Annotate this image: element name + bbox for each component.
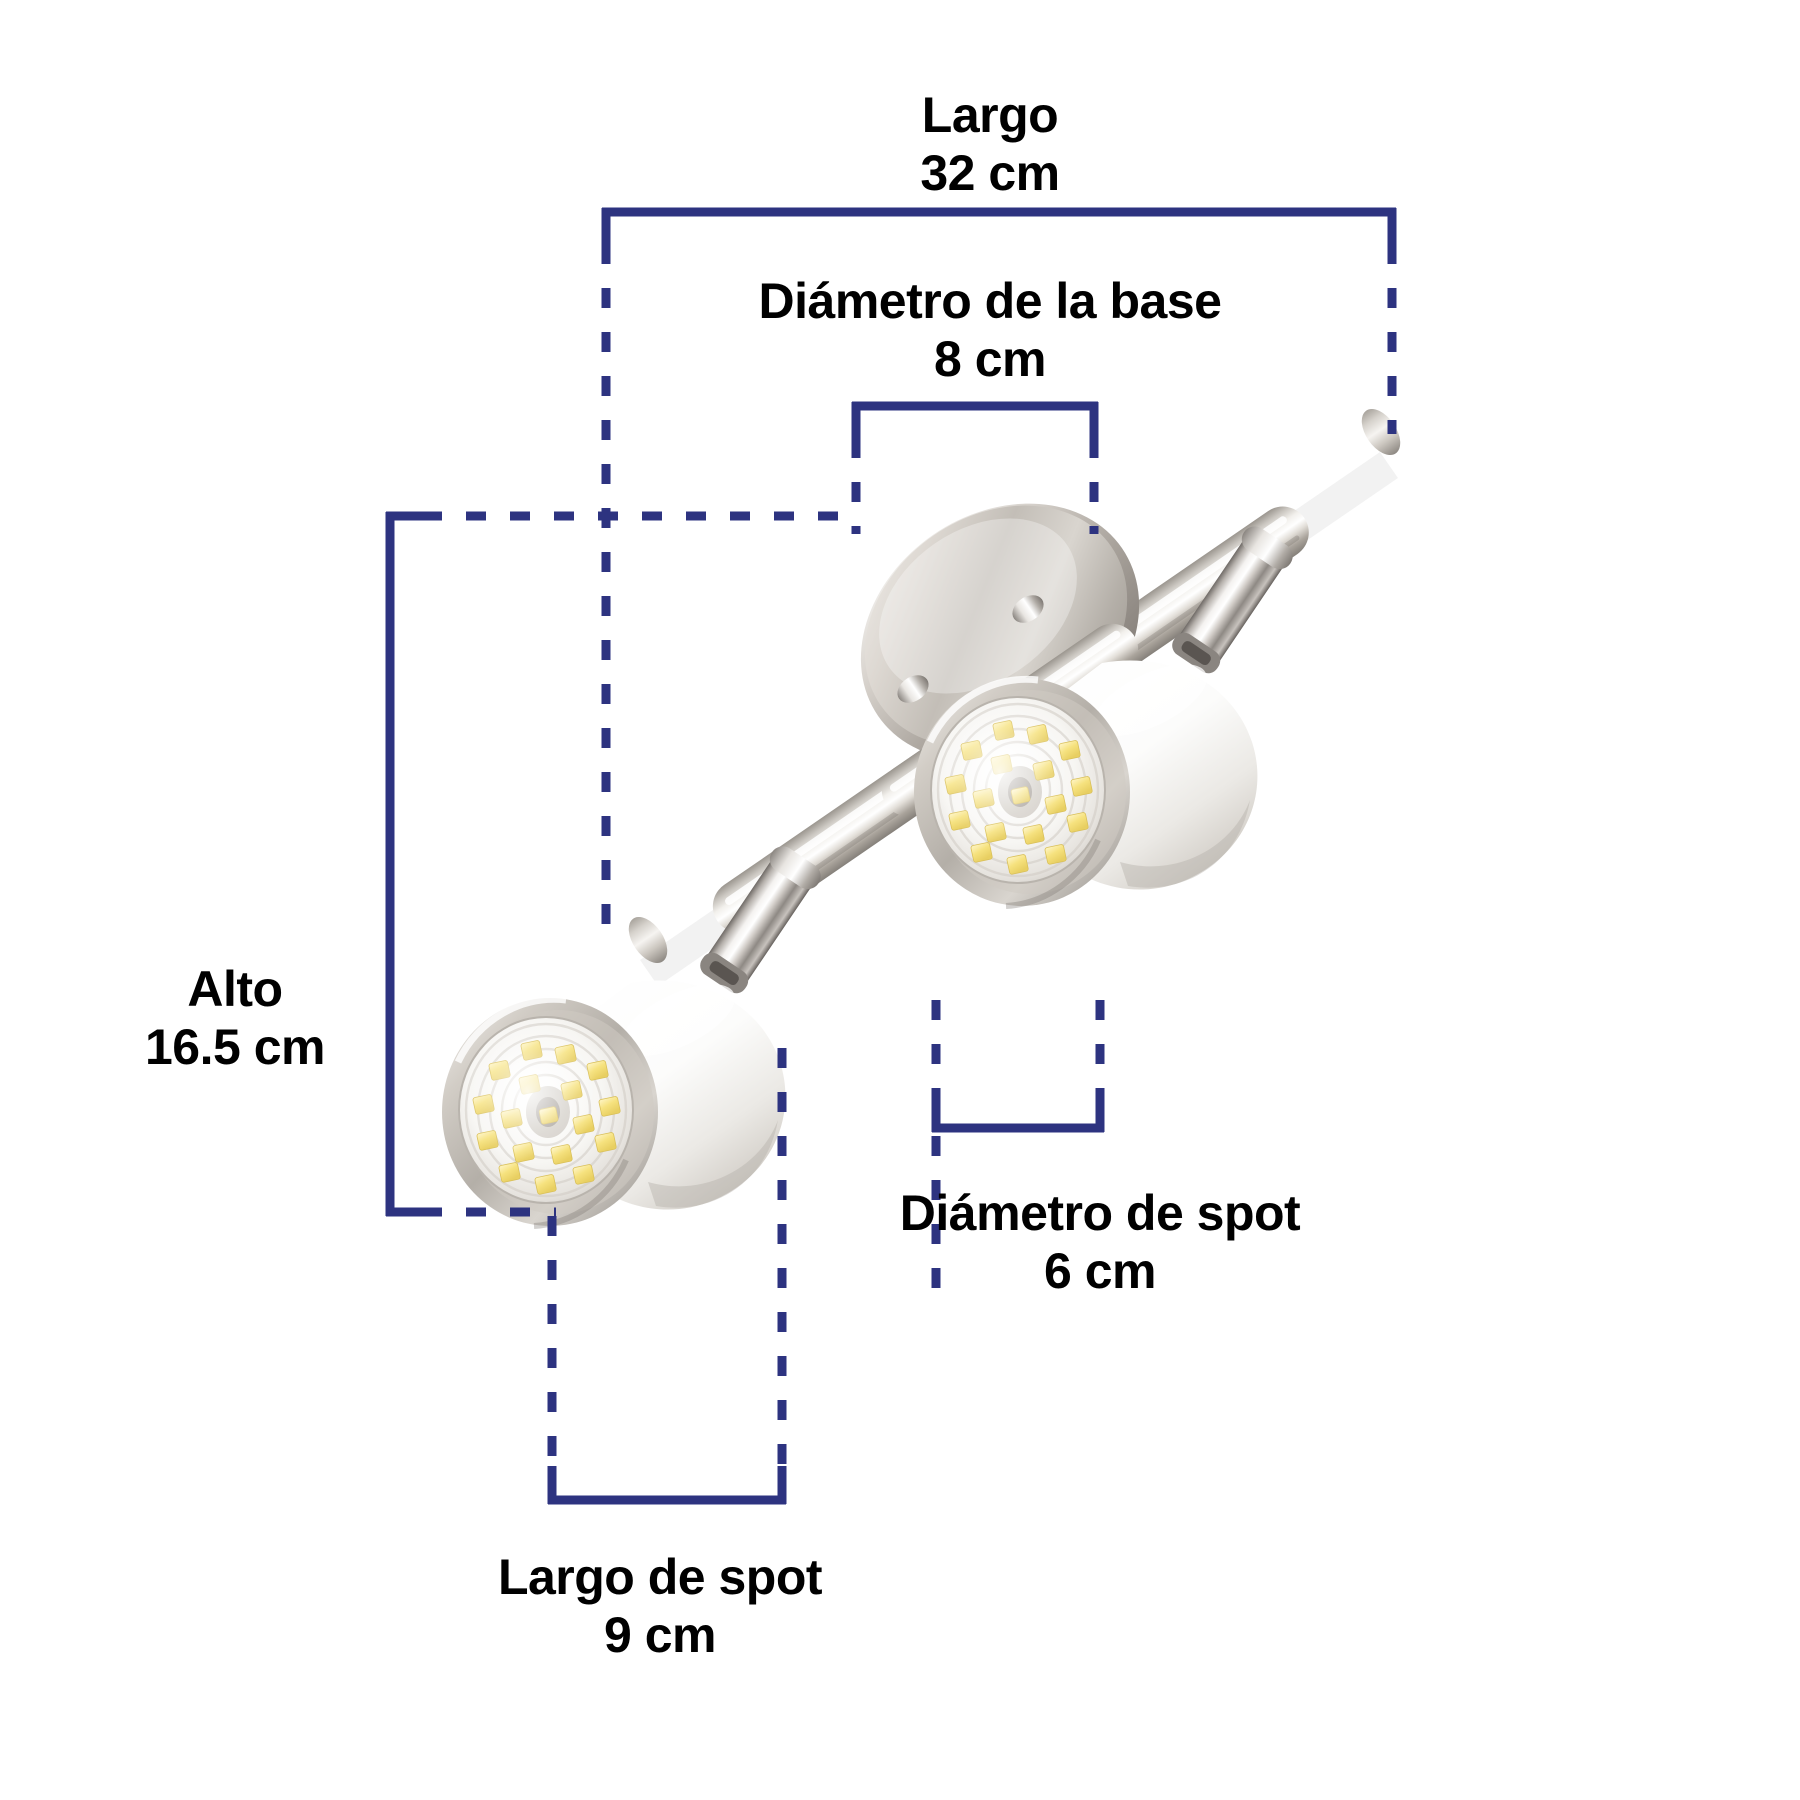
dimension-alto xyxy=(385,511,862,1217)
dimension-label-largo: Largo 32 cm xyxy=(760,86,1220,202)
spot-swivel-arm-upper xyxy=(1172,526,1293,674)
dimension-name-diametro-spot: Diámetro de spot xyxy=(899,1185,1301,1241)
dimension-largo-spot xyxy=(547,1048,787,1505)
spot-swivel-arm-lower xyxy=(700,846,821,994)
dimension-name-largo: Largo xyxy=(921,87,1059,143)
dimension-name-alto: Alto xyxy=(187,961,283,1017)
spot-head-upper xyxy=(914,526,1293,909)
dimension-diametro-spot xyxy=(931,1000,1105,1300)
dimension-label-diametro-spot: Diámetro de spot 6 cm xyxy=(860,1184,1340,1300)
dimension-value-diametro-spot: 6 cm xyxy=(1044,1243,1156,1299)
dimension-name-largo-spot: Largo de spot xyxy=(497,1549,823,1605)
dimension-value-largo-spot: 9 cm xyxy=(604,1607,716,1663)
dimension-value-largo: 32 cm xyxy=(920,145,1060,201)
mounting-studs xyxy=(897,595,1044,703)
dimension-label-diametro-base: Diámetro de la base 8 cm xyxy=(690,272,1290,388)
dimension-diametro-base xyxy=(851,401,1099,534)
dimension-value-diametro-base: 8 cm xyxy=(934,331,1046,387)
dimension-value-alto: 16.5 cm xyxy=(145,1019,325,1075)
dimension-largo xyxy=(601,207,1397,946)
dimension-label-largo-spot: Largo de spot 9 cm xyxy=(420,1548,900,1664)
dimension-name-diametro-base: Diámetro de la base xyxy=(758,273,1222,329)
dimension-annotations xyxy=(385,207,1397,1505)
product-illustration xyxy=(442,408,1401,1229)
dimension-label-alto: Alto 16.5 cm xyxy=(70,960,400,1076)
spot-head-lower xyxy=(442,846,821,1229)
